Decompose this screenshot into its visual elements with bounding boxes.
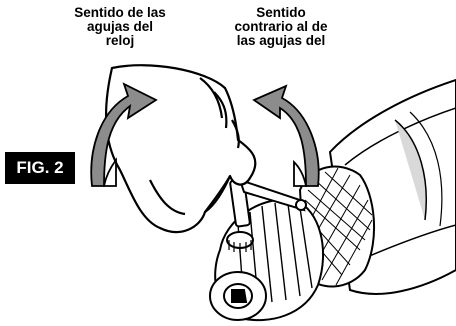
chuck-sleeve [209,198,325,322]
clockwise-label-line-2: agujas del [86,19,154,34]
counterclockwise-label-line-1: Sentido [256,5,306,20]
clockwise-label: Sentido de las agujas del reloj [52,6,188,48]
counterclockwise-label-line-2: contrario al de [234,19,328,34]
clockwise-arrow-icon [90,82,158,187]
counterclockwise-label-line-3: las agujas del [236,33,326,48]
counterclockwise-label: Sentido contrario al de las agujas del [214,6,348,48]
counterclockwise-arrow-icon [252,84,320,187]
clockwise-label-line-3: reloj [105,33,135,48]
clockwise-label-line-1: Sentido de las [74,5,166,20]
figure-tag: FIG. 2 [5,152,75,184]
